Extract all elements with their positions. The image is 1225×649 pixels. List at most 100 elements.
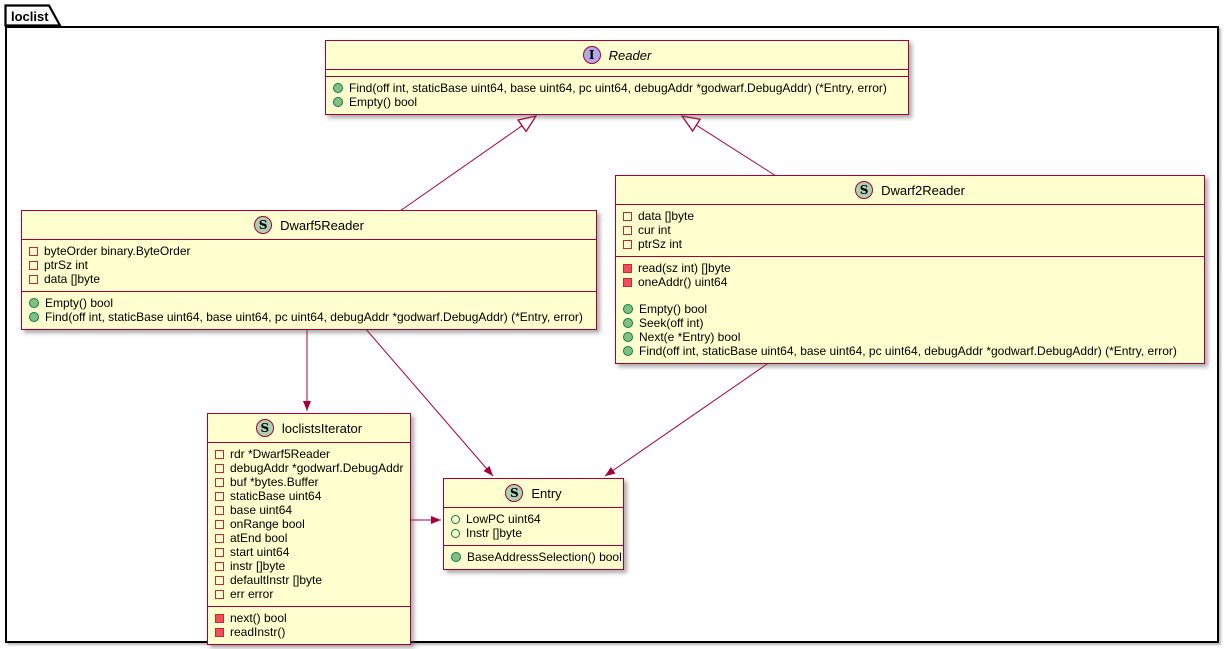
class-box-reader: I Reader Find(off int, staticBase uint64… bbox=[325, 40, 909, 115]
frame-tab: loclist bbox=[4, 4, 62, 27]
method-text: oneAddr() uint64 bbox=[638, 275, 728, 289]
field-text: debugAddr *godwarf.DebugAddr bbox=[230, 461, 404, 475]
method-row: Find(off int, staticBase uint64, base ui… bbox=[29, 310, 589, 324]
class-box-dwarf5reader: S Dwarf5Reader byteOrder binary.ByteOrde… bbox=[21, 210, 597, 330]
field-text: LowPC uint64 bbox=[466, 512, 541, 526]
methods-section: Find(off int, staticBase uint64, base ui… bbox=[326, 76, 908, 114]
methods-section: BaseAddressSelection() bool bbox=[444, 545, 623, 569]
field-row: defaultInstr []byte bbox=[215, 573, 403, 587]
public-method-icon bbox=[451, 552, 461, 562]
public-field-icon bbox=[451, 514, 460, 524]
private-field-icon bbox=[29, 246, 38, 256]
method-text: Next(e *Entry) bool bbox=[639, 330, 741, 344]
frame-tab-shape bbox=[4, 4, 62, 27]
private-field-icon bbox=[215, 547, 224, 557]
method-row: Find(off int, staticBase uint64, base ui… bbox=[623, 344, 1197, 358]
method-text: Empty() bool bbox=[639, 302, 708, 316]
class-name-dwarf2reader: Dwarf2Reader bbox=[881, 182, 965, 198]
fields-section: data []byte cur int ptrSz int bbox=[616, 204, 1204, 256]
public-method-icon bbox=[623, 304, 633, 314]
class-name-entry: Entry bbox=[531, 485, 562, 501]
field-text: defaultInstr []byte bbox=[230, 573, 323, 587]
field-row: instr []byte bbox=[215, 559, 403, 573]
public-method-icon bbox=[623, 318, 633, 328]
public-method-icon bbox=[333, 97, 343, 107]
field-row: err error bbox=[215, 587, 403, 601]
public-method-icon bbox=[333, 83, 343, 93]
field-row: base uint64 bbox=[215, 503, 403, 517]
method-row: readInstr() bbox=[215, 625, 403, 639]
method-text: Seek(off int) bbox=[639, 316, 704, 330]
method-text: Find(off int, staticBase uint64, base ui… bbox=[639, 344, 1177, 358]
field-text: start uint64 bbox=[230, 545, 290, 559]
method-text: read(sz int) []byte bbox=[638, 261, 731, 275]
fields-section-empty bbox=[326, 69, 908, 76]
method-text: Empty() bool bbox=[45, 296, 114, 310]
private-field-icon bbox=[215, 477, 224, 487]
field-text: rdr *Dwarf5Reader bbox=[230, 447, 331, 461]
fields-section: rdr *Dwarf5Reader debugAddr *godwarf.Deb… bbox=[208, 442, 410, 606]
field-row: atEnd bool bbox=[215, 531, 403, 545]
field-row: debugAddr *godwarf.DebugAddr bbox=[215, 461, 403, 475]
class-title-reader: I Reader bbox=[326, 41, 908, 69]
private-field-icon bbox=[623, 225, 632, 235]
class-title-entry: S Entry bbox=[444, 479, 623, 507]
field-text: instr []byte bbox=[230, 559, 286, 573]
edge-dwarf5reader-to-entry bbox=[357, 319, 494, 477]
inheritance-edge-dwarf2reader-to-reader bbox=[682, 116, 777, 177]
field-row: cur int bbox=[623, 223, 1197, 237]
field-row: LowPC uint64 bbox=[451, 512, 616, 526]
field-row: data []byte bbox=[623, 209, 1197, 223]
edge-dwarf2reader-to-entry bbox=[604, 350, 787, 477]
field-row: rdr *Dwarf5Reader bbox=[215, 447, 403, 461]
class-title-loclistsiterator: S loclistsIterator bbox=[208, 414, 410, 442]
field-row: ptrSz int bbox=[29, 258, 589, 272]
field-text: err error bbox=[230, 587, 274, 601]
field-text: cur int bbox=[638, 223, 671, 237]
method-row: Empty() bool bbox=[623, 302, 1197, 316]
private-method-icon bbox=[623, 277, 632, 287]
methods-section: next() bool readInstr() bbox=[208, 606, 410, 644]
class-box-dwarf2reader: S Dwarf2Reader data []byte cur int ptrSz… bbox=[615, 175, 1205, 364]
method-text: BaseAddressSelection() bool bbox=[467, 550, 622, 564]
field-text: staticBase uint64 bbox=[230, 489, 322, 503]
class-name-dwarf5reader: Dwarf5Reader bbox=[280, 217, 364, 233]
fields-section: LowPC uint64 Instr []byte bbox=[444, 507, 623, 545]
method-row: BaseAddressSelection() bool bbox=[451, 550, 622, 564]
private-field-icon bbox=[623, 211, 632, 221]
struct-badge-icon: S bbox=[254, 216, 273, 234]
field-row: data []byte bbox=[29, 272, 589, 286]
method-text: Find(off int, staticBase uint64, base ui… bbox=[349, 81, 887, 95]
method-text: next() bool bbox=[230, 611, 287, 625]
private-field-icon bbox=[215, 561, 224, 571]
class-name-reader: Reader bbox=[608, 47, 652, 63]
field-text: Instr []byte bbox=[466, 526, 523, 540]
public-method-icon bbox=[623, 346, 633, 356]
private-field-icon bbox=[215, 589, 224, 599]
private-field-icon bbox=[215, 449, 224, 459]
methods-section: Empty() bool Find(off int, staticBase ui… bbox=[22, 291, 596, 329]
field-row: ptrSz int bbox=[623, 237, 1197, 251]
field-row: byteOrder binary.ByteOrder bbox=[29, 244, 589, 258]
inheritance-edge-dwarf5reader-to-reader bbox=[399, 116, 536, 212]
method-row: read(sz int) []byte bbox=[623, 261, 1197, 275]
interface-badge-icon: I bbox=[582, 46, 601, 64]
method-row: Find(off int, staticBase uint64, base ui… bbox=[333, 81, 901, 95]
method-row: Empty() bool bbox=[29, 296, 589, 310]
private-field-icon bbox=[215, 463, 224, 473]
private-field-icon bbox=[215, 491, 224, 501]
method-text: Find(off int, staticBase uint64, base ui… bbox=[45, 310, 583, 324]
field-row: buf *bytes.Buffer bbox=[215, 475, 403, 489]
private-method-icon bbox=[623, 263, 632, 273]
diagram-frame-border bbox=[5, 26, 1219, 643]
public-field-icon bbox=[451, 528, 460, 538]
field-text: ptrSz int bbox=[44, 258, 89, 272]
field-text: data []byte bbox=[44, 272, 101, 286]
private-field-icon bbox=[215, 519, 224, 529]
field-text: atEnd bool bbox=[230, 531, 288, 545]
field-text: base uint64 bbox=[230, 503, 293, 517]
struct-badge-icon: S bbox=[855, 181, 874, 199]
private-method-icon bbox=[215, 613, 224, 623]
method-text: Empty() bool bbox=[349, 95, 418, 109]
